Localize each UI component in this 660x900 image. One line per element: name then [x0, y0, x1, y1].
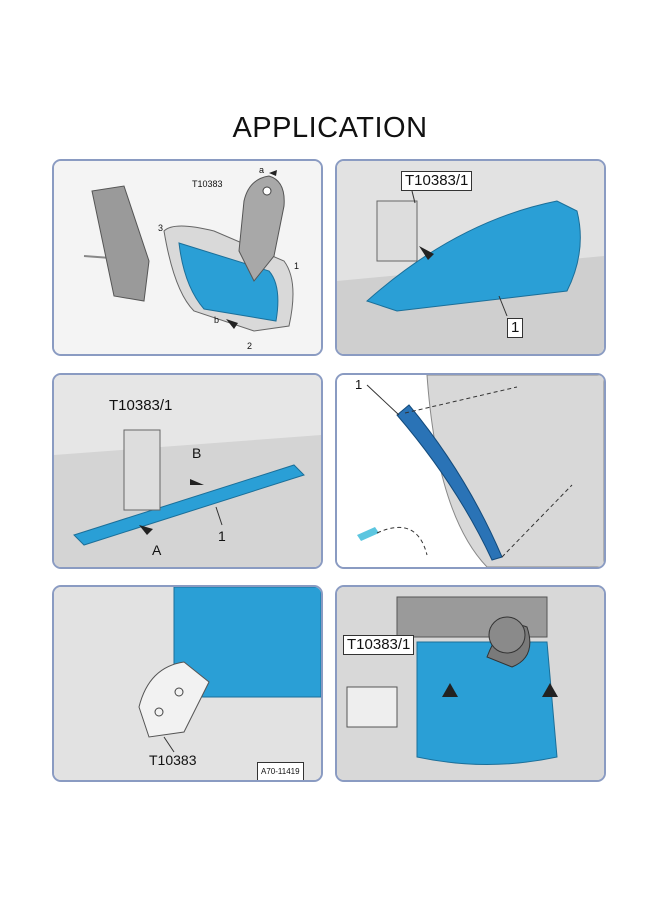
- tool-label: T10383: [192, 179, 223, 189]
- callout-1: 1: [294, 261, 299, 271]
- tool-t10383-1: [123, 429, 161, 511]
- tool-t10383: [238, 175, 285, 282]
- arrow-b-label: B: [192, 445, 201, 461]
- gear-knob: [488, 616, 526, 654]
- part-label: 1: [507, 318, 524, 338]
- part-label: 1: [218, 528, 226, 544]
- arrow-a-label: A: [152, 542, 162, 558]
- panel-door-trim: B A 1 T10383/1: [52, 373, 323, 569]
- door-handle-illustration: 1: [337, 375, 604, 567]
- part-label: 1: [355, 377, 362, 392]
- callout-a: a: [259, 165, 264, 175]
- shifter-boot-trim: [416, 641, 558, 765]
- trim-part: [366, 200, 581, 312]
- tool-t10383-1: [346, 686, 398, 728]
- tool-label: T10383/1: [109, 397, 172, 414]
- trim-strip: [73, 464, 305, 546]
- panel-shifter: T10383/1: [335, 585, 606, 782]
- shifter-illustration: [337, 587, 604, 780]
- tool-clip: [357, 527, 379, 541]
- door-closeup-illustration: T10383: [54, 587, 321, 780]
- mirror-illustration: T10383 a b 1 2 3: [54, 161, 321, 354]
- panel-door-closeup: T10383 A70-11419: [52, 585, 323, 782]
- callout-3: 3: [158, 223, 163, 233]
- callout-2: 2: [247, 341, 252, 351]
- tool-t10383-1: [376, 200, 418, 262]
- tool-t10383: [138, 661, 210, 738]
- panel-mirror: T10383 a b 1 2 3: [52, 159, 323, 356]
- reference-code: A70-11419: [257, 762, 304, 780]
- door-trim-illustration: B A 1 T10383/1: [54, 375, 321, 567]
- dash-illustration: [337, 161, 604, 354]
- panel-door-handle: 1: [335, 373, 606, 569]
- callout-b: b: [214, 315, 219, 325]
- mirror-glass: [178, 242, 279, 322]
- tool-label: T10383: [149, 752, 197, 768]
- page-title: APPLICATION: [232, 112, 428, 144]
- tool-label: T10383/1: [401, 171, 473, 191]
- panel-dash: T10383/1 1: [335, 159, 606, 356]
- tool-label: T10383/1: [343, 635, 415, 655]
